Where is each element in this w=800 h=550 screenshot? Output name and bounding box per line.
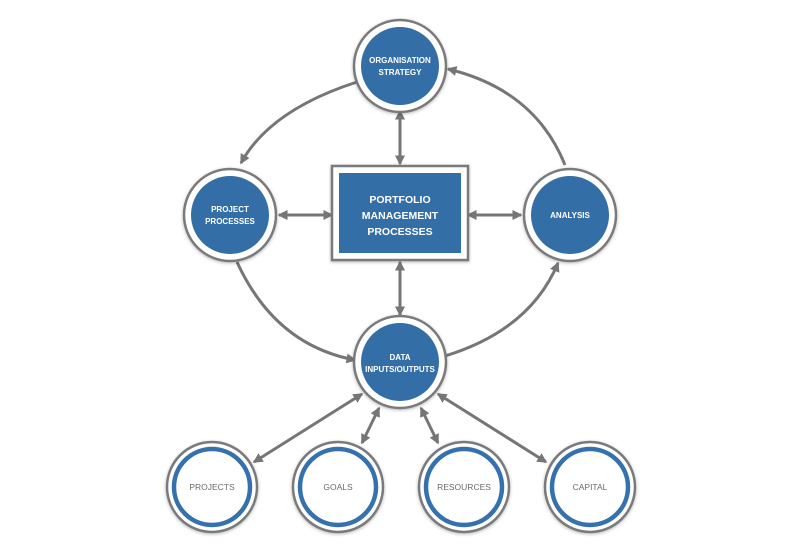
- input-node-projects: PROJECTS: [165, 440, 259, 534]
- hub-connectors: [277, 109, 523, 317]
- arrow-goals-data: [360, 406, 381, 445]
- arrow-resources-data: [419, 406, 440, 445]
- cycle-connectors: [235, 66, 567, 364]
- node-data-io-line1: DATA: [389, 353, 410, 362]
- arrow-data-to-analysis: [444, 261, 560, 358]
- center-box-line1: PORTFOLIO: [369, 194, 430, 206]
- node-organisation-strategy: ORGANISATION STRATEGY: [352, 18, 448, 114]
- arrow-analysis-to-strategy: [446, 66, 567, 166]
- input-goals-label: GOALS: [323, 482, 353, 492]
- arrow-projects-data: [252, 392, 364, 464]
- arrow-strategy-to-project: [239, 80, 358, 165]
- input-resources-label: RESOURCES: [437, 482, 491, 492]
- input-node-capital: CAPITAL: [543, 440, 637, 534]
- node-data-io: DATA INPUTS/OUTPUTS: [352, 314, 448, 410]
- node-analysis-line1: ANALYSIS: [550, 211, 590, 220]
- node-project-processes-line1: PROJECT: [211, 205, 249, 214]
- node-organisation-strategy-line2: STRATEGY: [379, 68, 423, 77]
- input-capital-label: CAPITAL: [573, 482, 608, 492]
- node-project-processes: PROJECT PROCESSES: [182, 167, 278, 263]
- node-data-io-line2: INPUTS/OUTPUTS: [365, 365, 435, 374]
- center-box-line3: PROCESSES: [367, 226, 432, 238]
- portfolio-management-box: PORTFOLIO MANAGEMENT PROCESSES: [330, 164, 470, 262]
- center-box-line2: MANAGEMENT: [362, 210, 439, 222]
- input-node-resources: RESOURCES: [417, 440, 511, 534]
- arrow-project-to-data: [235, 261, 357, 364]
- arrow-capital-data: [436, 392, 548, 464]
- input-connectors: [252, 392, 548, 464]
- input-projects-label: PROJECTS: [189, 482, 235, 492]
- node-organisation-strategy-line1: ORGANISATION: [369, 56, 431, 65]
- input-node-goals: GOALS: [291, 440, 385, 534]
- node-project-processes-line2: PROCESSES: [205, 217, 255, 226]
- node-analysis: ANALYSIS: [522, 167, 618, 263]
